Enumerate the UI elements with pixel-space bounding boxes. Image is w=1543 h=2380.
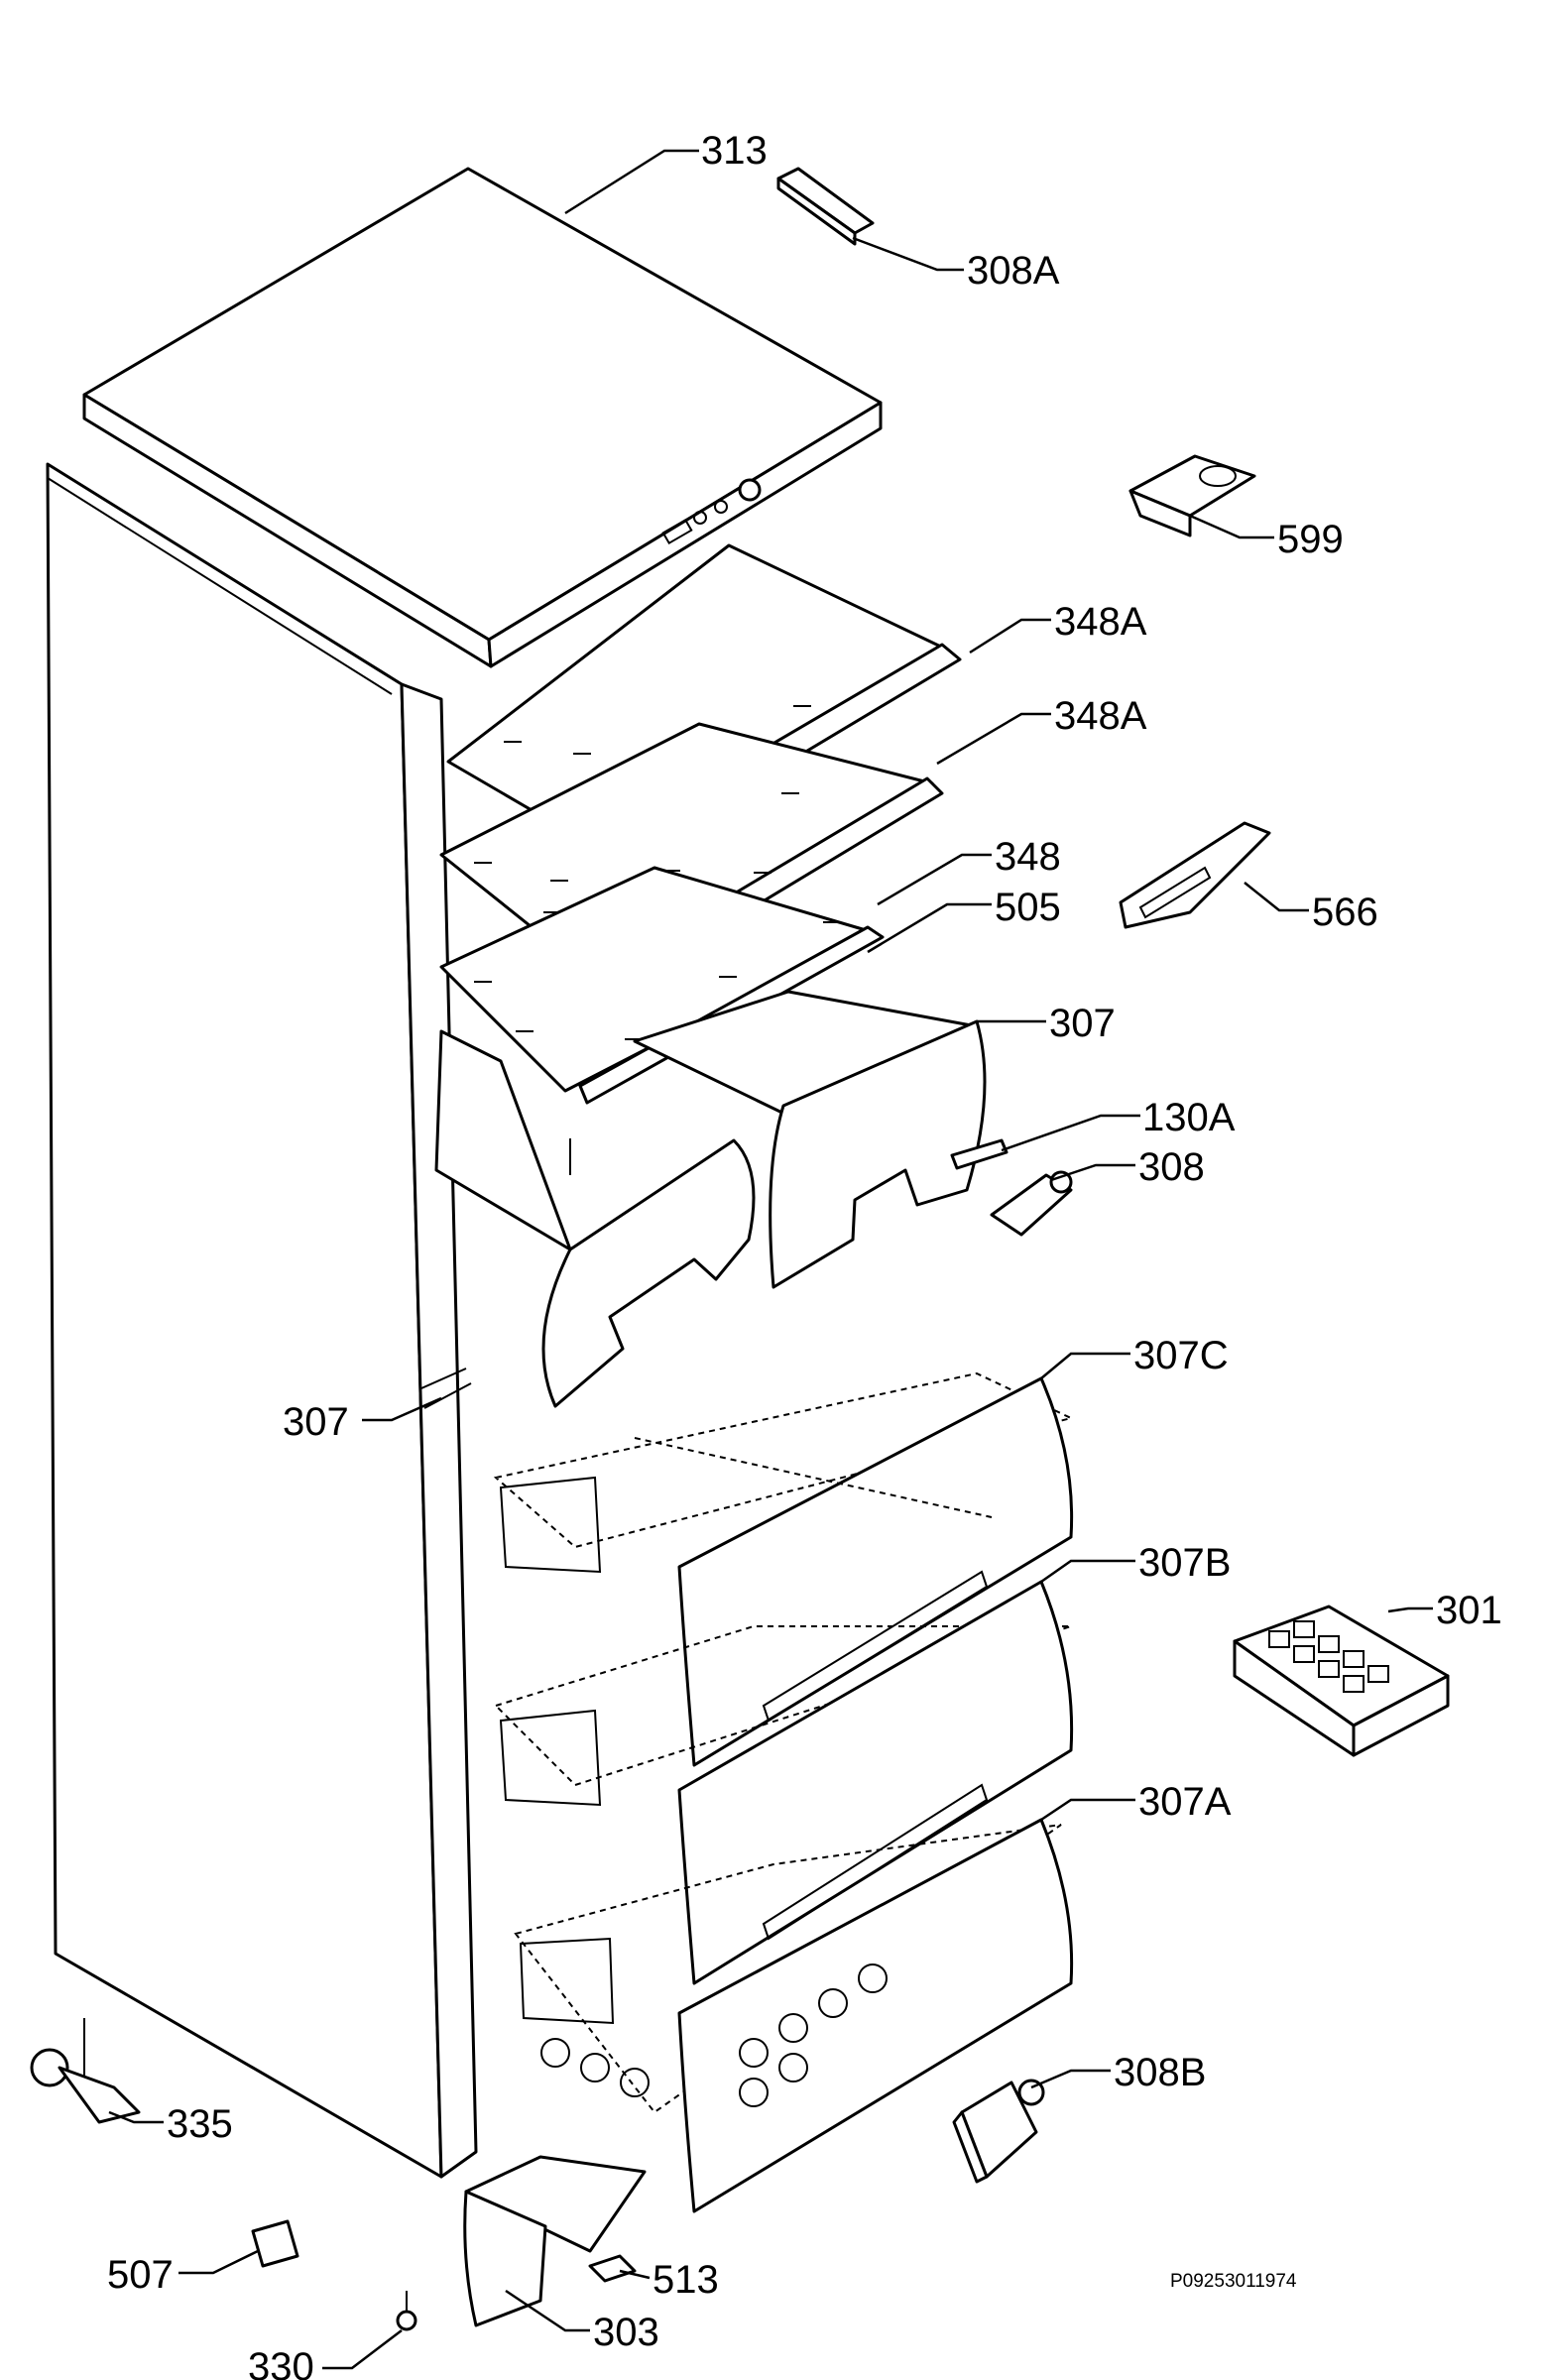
callout-513: 513 xyxy=(653,2258,719,2302)
ice-cube-tray xyxy=(1233,1605,1450,1757)
callout-307a: 307A xyxy=(1138,1780,1232,1824)
callout-313: 313 xyxy=(701,129,768,173)
callout-303: 303 xyxy=(593,2311,659,2354)
callout-labels: 313 308A 599 348A 348A 348 505 566 307 1… xyxy=(107,129,1502,2380)
vegetable-crisper-right xyxy=(633,990,987,1289)
cabinet-body xyxy=(46,462,478,2179)
callout-308b: 308B xyxy=(1114,2051,1206,2094)
callout-566: 566 xyxy=(1312,891,1378,934)
part-130a xyxy=(950,1138,1009,1170)
freezer-drawer-bottom xyxy=(514,1818,1074,2213)
callout-507: 507 xyxy=(107,2253,174,2297)
callout-130a: 130A xyxy=(1142,1096,1236,1139)
middle-hinge-308 xyxy=(990,1170,1073,1237)
callout-599: 599 xyxy=(1277,518,1344,561)
vegetable-crisper-left xyxy=(434,1029,756,1408)
callout-301: 301 xyxy=(1436,1589,1502,1632)
lower-hinge-308b xyxy=(952,2079,1045,2184)
part-513 xyxy=(588,2254,637,2283)
callout-308: 308 xyxy=(1138,1145,1205,1189)
bracket-566 xyxy=(1119,821,1271,929)
screw-330 xyxy=(396,2291,417,2331)
freezer-drawer-top xyxy=(493,1371,1074,1767)
callout-307b: 307B xyxy=(1138,1541,1231,1585)
leader-lines xyxy=(108,149,1433,2370)
document-code: P09253011974 xyxy=(1170,2271,1297,2292)
callout-335: 335 xyxy=(167,2102,233,2146)
plinth-cover-303 xyxy=(463,2155,647,2327)
callout-330: 330 xyxy=(248,2345,314,2380)
callout-308a: 308A xyxy=(967,249,1060,293)
top-cover xyxy=(82,167,883,668)
callout-505: 505 xyxy=(995,886,1061,929)
callout-348a-middle: 348A xyxy=(1054,694,1147,738)
thermostat-knob-599 xyxy=(1128,454,1256,537)
callout-307c: 307C xyxy=(1133,1334,1229,1377)
callout-307-top: 307 xyxy=(1049,1002,1116,1045)
callout-348: 348 xyxy=(995,835,1061,879)
freezer-drawer-middle xyxy=(494,1580,1074,1985)
callout-307-left: 307 xyxy=(283,1400,349,1444)
callout-348a-upper: 348A xyxy=(1054,600,1147,644)
part-507 xyxy=(251,2219,299,2268)
adjustable-foot-335 xyxy=(30,2018,141,2124)
upper-hinge-308a xyxy=(776,167,875,246)
